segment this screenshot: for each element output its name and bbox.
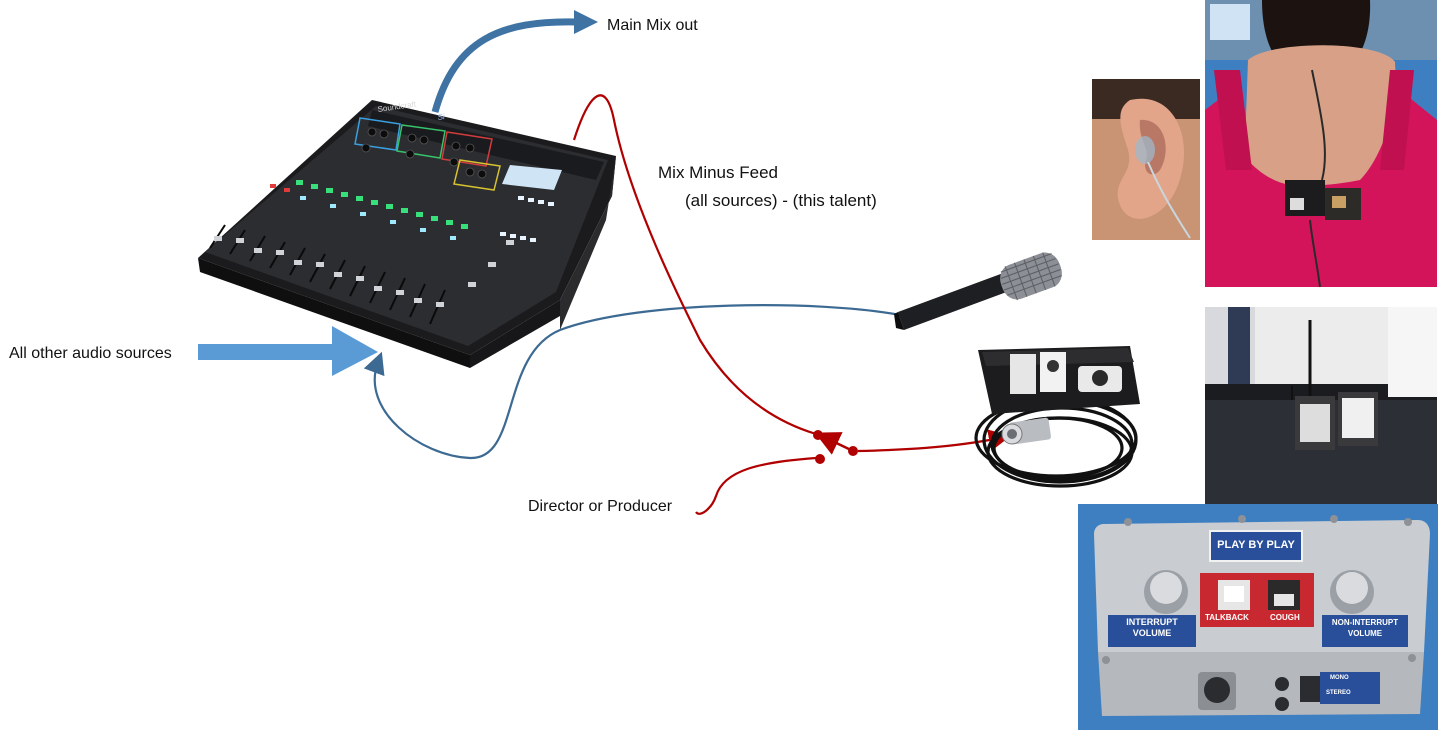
- director-producer-label: Director or Producer: [528, 498, 673, 515]
- stereo-label: STEREO: [1326, 690, 1351, 696]
- ifb-belt-pack-image: [974, 346, 1140, 488]
- handheld-microphone-image: [894, 252, 1062, 330]
- ifb-control-box-photo: [1078, 504, 1438, 730]
- talkback-switch-icon: [813, 430, 858, 464]
- non-interrupt-volume-label: NON-INTERRUPT VOLUME: [1331, 618, 1399, 638]
- cough-label: COUGH: [1270, 613, 1300, 622]
- ifb-title-plate: PLAY BY PLAY: [1217, 539, 1295, 551]
- mix-minus-formula-label: (all sources) - (this talent): [685, 191, 877, 210]
- mix-minus-feed-label: Mix Minus Feed: [658, 163, 778, 182]
- console-model: Si: [437, 112, 446, 122]
- all-sources-arrow: [198, 326, 378, 376]
- talent-back-photo: [1205, 0, 1437, 288]
- all-sources-label: All other audio sources: [9, 345, 172, 362]
- director-cable: [695, 456, 817, 515]
- talent-belt-photo: [1205, 307, 1437, 504]
- mix-minus-cable: [572, 94, 817, 436]
- mixing-console-image: Soundcraft Si: [198, 100, 616, 368]
- main-mix-out-label: Main Mix out: [607, 17, 698, 34]
- talkback-label: TALKBACK: [1205, 613, 1249, 622]
- interrupt-volume-label: INTERRUPT VOLUME: [1126, 617, 1178, 638]
- main-mix-out-arrow: [431, 10, 598, 113]
- mono-label: MONO: [1330, 675, 1349, 681]
- ear-piece-photo: [1092, 79, 1200, 240]
- microphone-cable: [363, 304, 901, 460]
